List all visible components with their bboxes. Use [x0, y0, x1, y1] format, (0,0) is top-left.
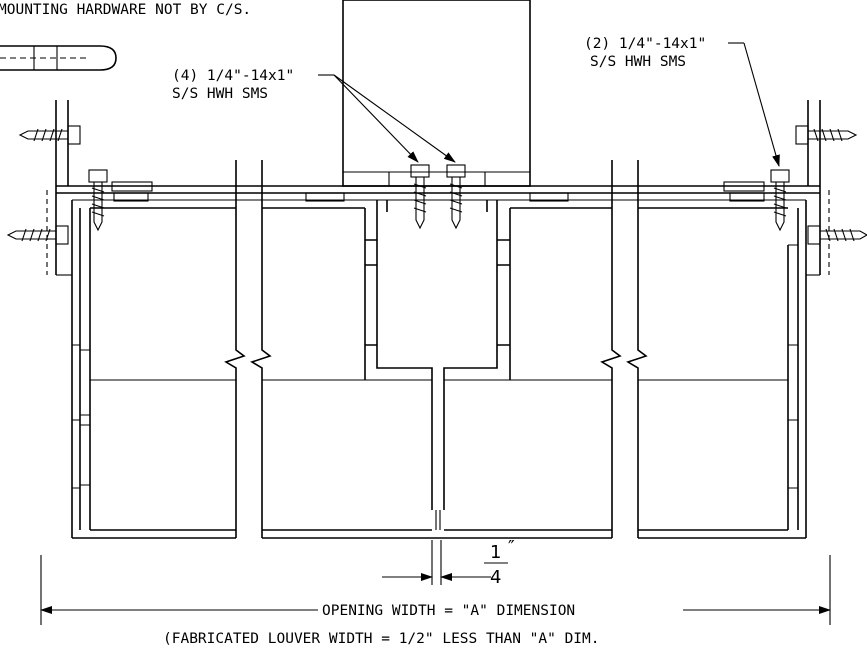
- louver-panels: [72, 207, 806, 539]
- right-fastener-note-line2: S/S HWH SMS: [590, 54, 686, 70]
- screw-left-head: [88, 169, 108, 232]
- screw-center-right: [446, 164, 466, 230]
- center-fastener-note-line2: S/S HWH SMS: [172, 86, 268, 102]
- screw-center-left: [410, 164, 430, 230]
- center-fastener-note-line1: (4) 1/4"-14x1": [172, 68, 294, 84]
- gap-numerator: 1: [490, 542, 501, 563]
- screw-left-upper: [18, 125, 81, 145]
- screw-right-upper: [795, 125, 858, 145]
- center-mullion: [365, 200, 510, 530]
- right-jamb: [787, 100, 830, 538]
- mounting-post: [342, 0, 531, 187]
- right-fastener-leader: [728, 42, 780, 167]
- fabricated-width-label: (FABRICATED LOUVER WIDTH = 1/2" LESS THA…: [163, 631, 600, 647]
- head-frame: [56, 181, 820, 202]
- center-fastener-leaders: [318, 74, 456, 163]
- opening-width-label: OPENING WIDTH = "A" DIMENSION: [322, 603, 575, 619]
- right-fastener-note-line1: (2) 1/4"-14x1": [584, 36, 706, 52]
- screw-right-lower: [807, 225, 867, 245]
- gap-dimension: [382, 540, 508, 585]
- partial-clip-detail: [0, 45, 117, 71]
- opening-width-dimension: [40, 555, 831, 625]
- gap-unit: ″: [508, 537, 515, 558]
- break-lines: [224, 160, 648, 538]
- mounting-hardware-note: MOUNTING HARDWARE NOT BY C/S.: [0, 2, 251, 18]
- screw-right-head: [770, 169, 790, 232]
- gap-denominator: 4: [490, 567, 501, 588]
- screw-left-lower: [6, 225, 69, 245]
- left-jamb: [46, 100, 91, 538]
